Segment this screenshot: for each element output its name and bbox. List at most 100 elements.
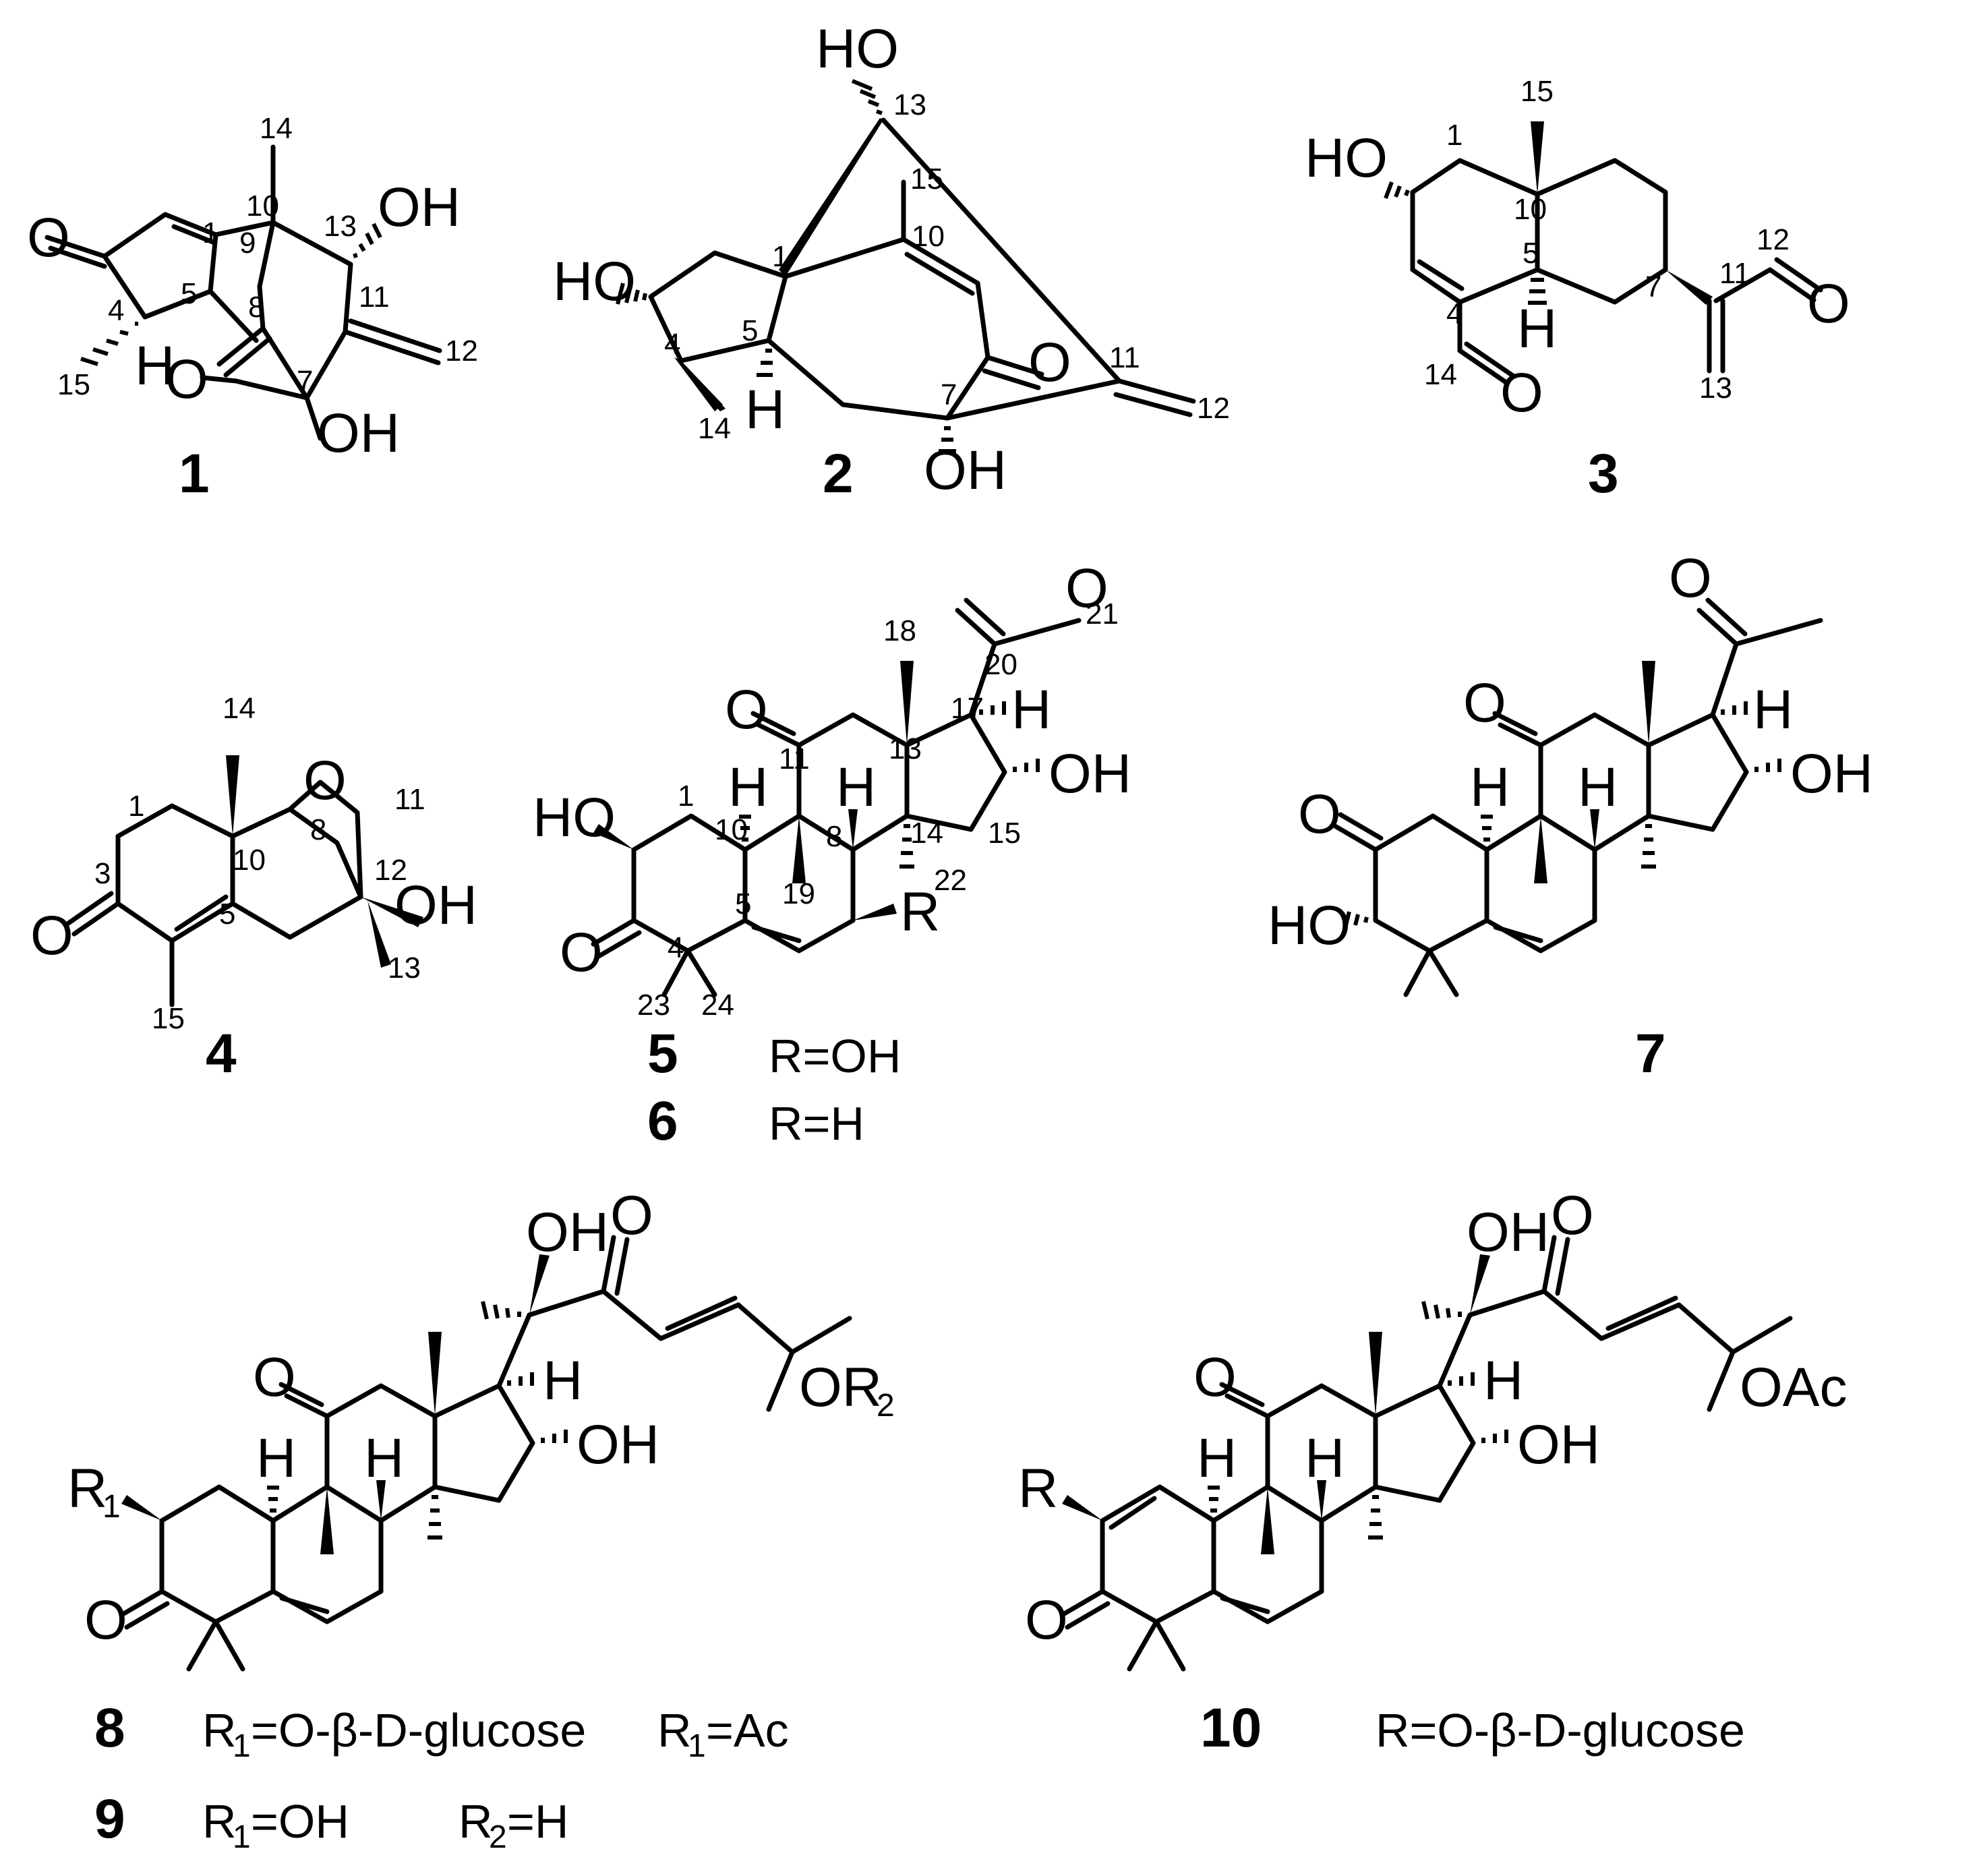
c8-22-oxygen: O <box>610 1185 653 1246</box>
c5-locant-15: 15 <box>988 817 1021 850</box>
c5-20-oxygen: O <box>1065 558 1109 619</box>
compound-3-structure: HO H O O 15 1 10 5 4 14 7 11 12 13 3 <box>1305 75 1850 504</box>
c10-22-oxygen: O <box>1551 1185 1594 1246</box>
c3-locant-7: 7 <box>1645 270 1661 303</box>
c8-caption-r1-value: =O-β-D-glucose <box>251 1704 586 1757</box>
c4-locant-1: 1 <box>128 790 144 823</box>
c4-locant-15: 15 <box>152 1002 185 1035</box>
c4-ether-oxygen: O <box>303 750 347 811</box>
c4-ketone-oxygen: O <box>30 905 73 966</box>
c8-caption-r1: R <box>202 1704 237 1757</box>
c3-5-hydrogen: H <box>1517 298 1557 359</box>
compound-7-structure: O O H H H OH O HO 7 <box>1268 548 1873 1084</box>
c7-3-hydroxyl: HO <box>1268 895 1351 956</box>
c2-ketone-oxygen: O <box>1028 332 1071 393</box>
c10-25-acetoxy: OAc <box>1740 1357 1847 1418</box>
c2-locant-10: 10 <box>912 220 945 253</box>
c3-locant-12: 12 <box>1756 223 1790 256</box>
c5-locant-18: 18 <box>883 614 916 647</box>
c5-locant-14: 14 <box>910 817 943 850</box>
c1-locant-8: 8 <box>248 291 264 324</box>
c7-8-hydrogen: H <box>1578 757 1618 818</box>
c1-locant-1: 1 <box>202 216 218 250</box>
c10-17-hydrogen: H <box>1483 1350 1523 1411</box>
c1-13-hydroxyl: OH <box>378 177 461 238</box>
c8-10-hydrogen: H <box>256 1428 296 1489</box>
c5-locant-17: 17 <box>951 692 984 725</box>
c2-locant-14: 14 <box>698 412 731 445</box>
c10-3-oxygen: O <box>1025 1589 1068 1651</box>
c10-11-oxygen: O <box>1193 1347 1237 1408</box>
compound-7-label: 7 <box>1635 1023 1666 1084</box>
compound-1-structure: O OH H O OH 14 10 13 1 9 8 11 12 5 4 15 … <box>27 112 478 504</box>
c1-locant-11: 11 <box>359 281 390 314</box>
c7-2-oxygen: O <box>1298 784 1341 845</box>
c3-locant-1: 1 <box>1446 119 1463 152</box>
c9-caption-r2: R <box>459 1795 493 1848</box>
c8-8-hydrogen: H <box>364 1428 404 1489</box>
c8-or2-subscript: 2 <box>877 1388 895 1424</box>
c3-12-oxygen: O <box>1807 273 1850 334</box>
c9-caption-r1-value: =OH <box>251 1795 349 1848</box>
c1-7-hydroxyl: OH <box>317 403 400 464</box>
c2-locant-4: 4 <box>664 328 680 361</box>
c3-locant-11: 11 <box>1719 257 1750 290</box>
c1-locant-7: 7 <box>297 365 313 398</box>
compound-9-label: 9 <box>94 1788 125 1850</box>
c1-locant-12: 12 <box>445 334 478 368</box>
c4-locant-3: 3 <box>94 857 111 890</box>
c5-locant-5: 5 <box>735 887 751 920</box>
c3-3-hydroxyl: HO <box>1305 127 1388 189</box>
c2-13-hydroxyl: HO <box>816 18 899 80</box>
c7-16-hydroxyl: OH <box>1790 743 1873 804</box>
c9-caption-r2-value: =H <box>507 1795 568 1848</box>
compound-5-label: 5 <box>647 1023 678 1084</box>
c3-14-oxygen: O <box>1500 362 1543 423</box>
c4-locant-12: 12 <box>374 854 407 887</box>
c7-20-oxygen: O <box>1669 548 1712 609</box>
c10-10-hydrogen: H <box>1197 1428 1237 1489</box>
compound-8-label: 8 <box>94 1697 125 1759</box>
compound-3-label: 3 <box>1588 443 1619 504</box>
compound-6-r-definition: R=H <box>769 1097 864 1150</box>
c9-caption-r1-sub: 1 <box>233 1819 251 1855</box>
c4-locant-5: 5 <box>219 898 235 931</box>
c2-5-hydrogen: H <box>745 379 785 440</box>
c2-7-hydroxyl: OH <box>924 440 1007 501</box>
c5-locant-23: 23 <box>637 989 670 1022</box>
c2-locant-13: 13 <box>893 88 926 121</box>
c5-8-hydrogen: H <box>836 757 876 818</box>
c8-20-hydroxyl: OH <box>526 1202 609 1263</box>
c1-5-hydrogen: H <box>135 335 175 397</box>
c5-3-oxygen: O <box>560 922 603 983</box>
c5-7-r-group: R <box>900 881 940 943</box>
c8-r1-group: R <box>67 1458 107 1519</box>
c8-caption-r2: R <box>657 1704 692 1757</box>
compound-10-label: 10 <box>1200 1697 1262 1759</box>
c5-locant-19: 19 <box>782 877 815 910</box>
c10-r-group: R <box>1018 1458 1058 1519</box>
c9-caption-r1: R <box>202 1795 237 1848</box>
c5-16-hydroxyl: OH <box>1048 743 1131 804</box>
compound-4-structure: O OH O 14 1 10 3 5 15 8 11 12 13 4 <box>30 692 477 1084</box>
c5-locant-20: 20 <box>984 648 1017 681</box>
c4-locant-13: 13 <box>388 951 421 985</box>
compound-5-r-definition: R=OH <box>769 1030 901 1082</box>
c3-locant-10: 10 <box>1514 193 1547 226</box>
compound-10-structure: OH O O H H H OH OAc R O 10 R=O-β-D-gluco… <box>1018 1185 1847 1759</box>
compound-5-6-structure: O O OH HO H H O R H 21 18 20 17 13 11 1 … <box>533 558 1131 1152</box>
c3-locant-4: 4 <box>1446 297 1463 330</box>
c1-locant-13: 13 <box>324 210 357 243</box>
c1-locant-4: 4 <box>108 294 124 327</box>
c2-locant-7: 7 <box>941 378 957 411</box>
c8-17-hydrogen: H <box>543 1350 583 1411</box>
c10-8-hydrogen: H <box>1305 1428 1345 1489</box>
compound-4-label: 4 <box>206 1023 237 1084</box>
c7-10-hydrogen: H <box>1470 757 1510 818</box>
c5-locant-11: 11 <box>779 742 810 775</box>
c5-locant-8: 8 <box>826 820 842 853</box>
c2-locant-12: 12 <box>1197 392 1230 425</box>
c8-25-or2: OR <box>799 1357 882 1418</box>
compound-6-label: 6 <box>647 1090 678 1152</box>
